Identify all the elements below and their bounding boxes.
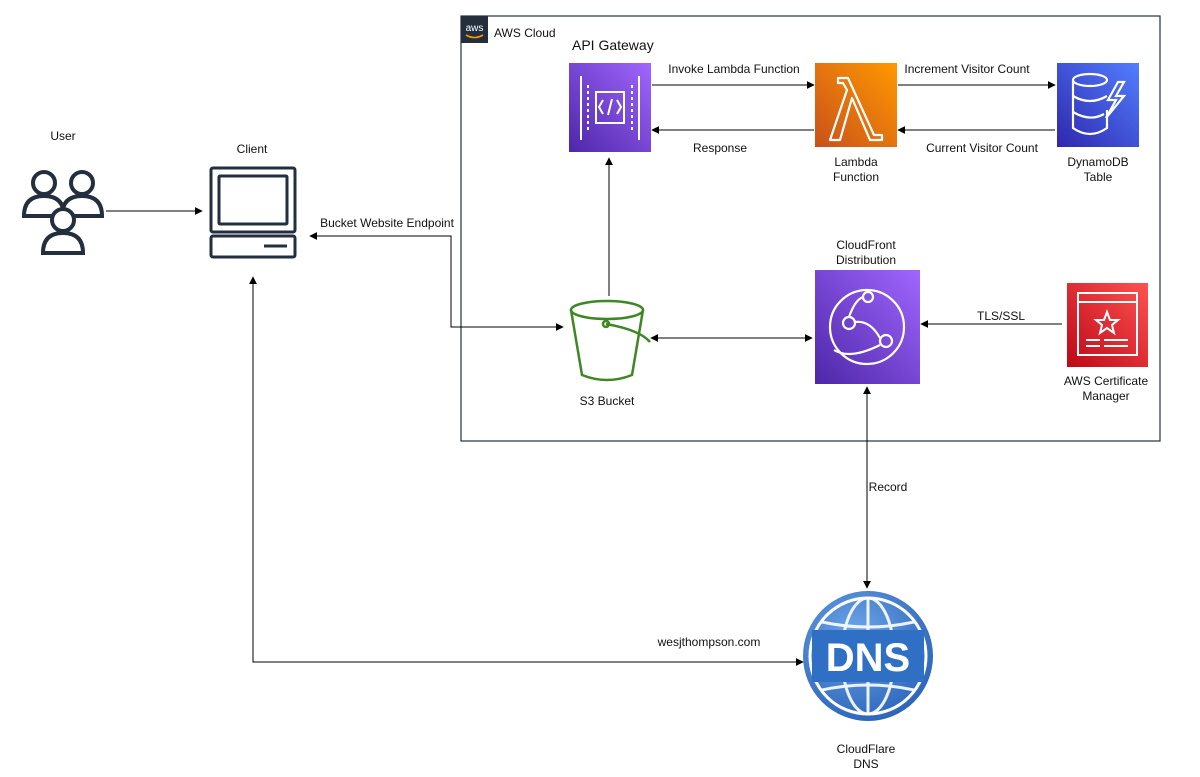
record-label: Record xyxy=(868,480,908,494)
computer-icon xyxy=(209,166,297,259)
dynamodb-icon[interactable] xyxy=(1057,63,1139,147)
bucket-endpoint-label: Bucket Website Endpoint xyxy=(320,216,454,230)
edge-domain xyxy=(249,276,804,666)
edge-bucket-endpoint xyxy=(309,232,564,331)
user-label: User xyxy=(50,129,76,143)
lambda-label-line1: Lambda xyxy=(834,155,878,169)
cloudfront-label-line2: Distribution xyxy=(835,253,897,267)
aws-logo-icon xyxy=(461,16,488,43)
dns-label-line1: CloudFlare xyxy=(836,742,896,756)
client-label: Client xyxy=(236,142,268,156)
dynamodb-label-line1: DynamoDB xyxy=(1067,155,1129,169)
dns-label-line2: DNS xyxy=(853,757,879,771)
tls-ssl-label: TLS/SSL xyxy=(976,309,1026,323)
s3-bucket-label: S3 Bucket xyxy=(579,394,635,408)
aws-logo-text: aws xyxy=(466,23,484,34)
response-label: Response xyxy=(692,141,748,155)
dns-globe-icon[interactable]: DNS xyxy=(803,591,933,721)
dynamodb-label-line2: Table xyxy=(1083,170,1113,184)
lambda-icon[interactable] xyxy=(815,63,897,147)
s3-bucket-icon[interactable] xyxy=(569,299,651,382)
certificate-manager-icon[interactable] xyxy=(1067,283,1148,367)
acm-label-line1: AWS Certificate xyxy=(1063,374,1149,388)
users-icon xyxy=(21,170,105,255)
acm-label-line2: Manager xyxy=(1082,389,1130,403)
edges xyxy=(106,81,1062,666)
api-gateway-label: API Gateway xyxy=(572,37,654,53)
api-gateway-icon[interactable] xyxy=(569,63,651,152)
current-visitor-label: Current Visitor Count xyxy=(926,141,1038,155)
dns-icon-text: DNS xyxy=(826,636,910,680)
cloudfront-icon[interactable] xyxy=(815,270,920,384)
cloudfront-label-line1: CloudFront xyxy=(836,238,896,252)
invoke-lambda-label: Invoke Lambda Function xyxy=(668,62,800,76)
aws-cloud-group: aws xyxy=(460,15,1161,442)
domain-label: wesjthompson.com xyxy=(657,635,761,649)
lambda-label-line2: Function xyxy=(832,170,880,184)
increment-visitor-label: Increment Visitor Count xyxy=(904,62,1030,76)
aws-cloud-title: AWS Cloud xyxy=(494,26,556,40)
